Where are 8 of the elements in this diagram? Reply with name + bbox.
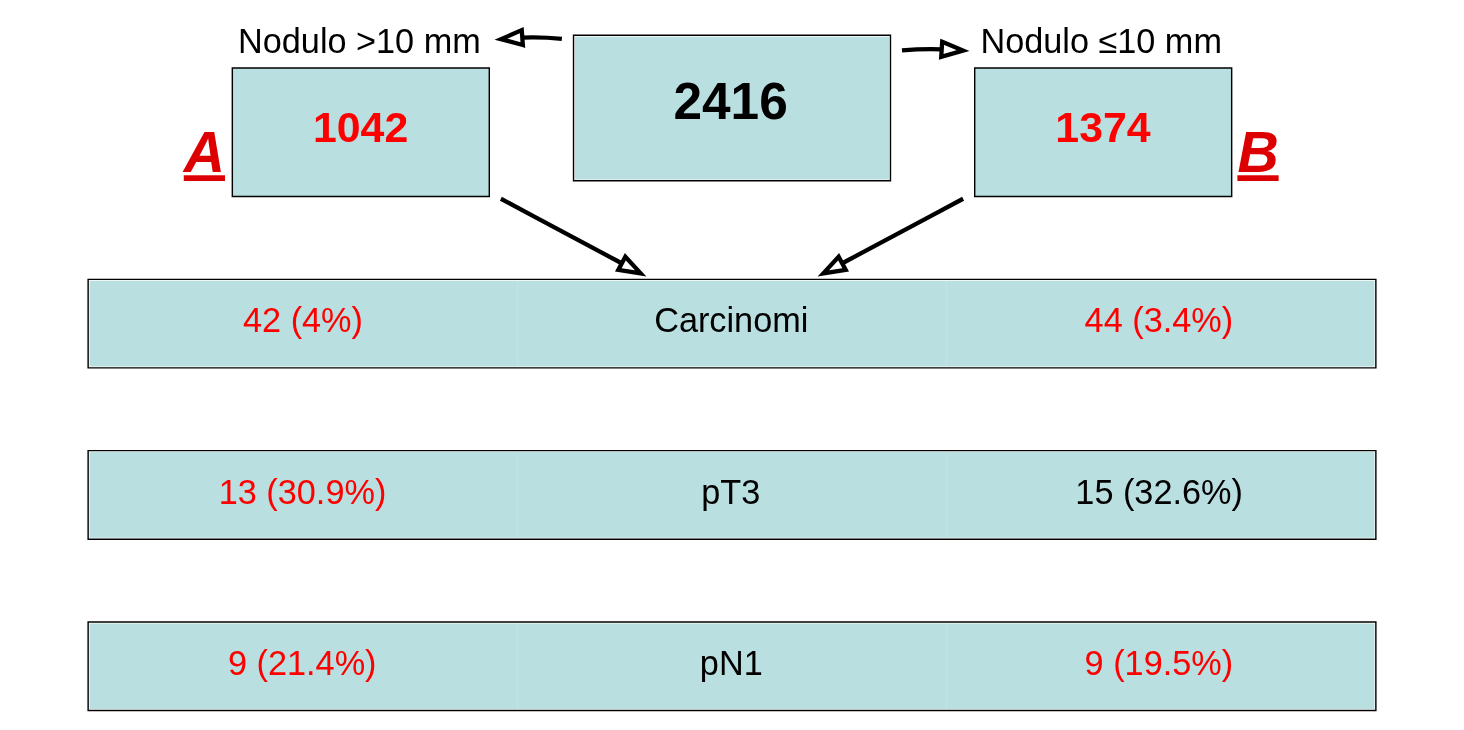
node-label: B	[1237, 120, 1279, 185]
arrow	[901, 38, 970, 60]
node-label: A	[183, 120, 226, 185]
node-label: Nodulo >10 mm	[238, 21, 481, 60]
arrow	[494, 26, 563, 48]
arrow	[499, 196, 647, 277]
node-label: Nodulo ≤10 mm	[980, 21, 1222, 60]
arrow	[817, 196, 965, 277]
